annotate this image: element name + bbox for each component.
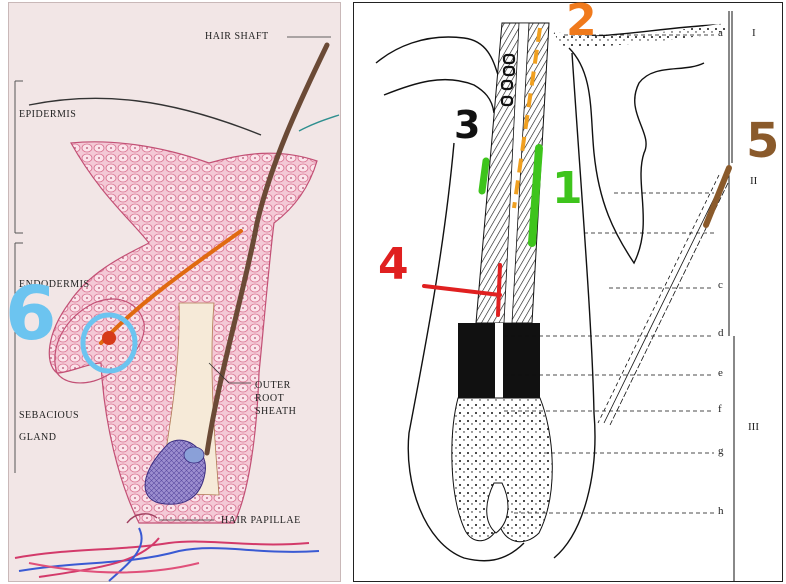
label-hair-shaft: HAIR SHAFT [205, 31, 269, 42]
epidermis-surface [375, 24, 726, 265]
annotation-mark-2 [512, 27, 542, 209]
annotation-number-6: 6 [5, 271, 57, 357]
label-epidermis: EPIDERMIS [19, 109, 77, 120]
sebaceous-red-spot [102, 331, 116, 345]
letter-f: f [718, 403, 722, 415]
label-sebaceous-gland: SEBACIOUS GLAND [19, 409, 79, 444]
skin-surface-line [28, 97, 262, 136]
dermal-papilla [486, 482, 509, 534]
letter-e: e [718, 367, 723, 379]
hair-shaft [204, 42, 330, 456]
hair-bulb-top [183, 446, 205, 464]
annotation-mark-5 [703, 165, 732, 228]
label-outer-line2: ROOT [255, 393, 285, 404]
leader-lines [159, 36, 331, 521]
label-endodermis: ENDODERMIS [19, 279, 90, 290]
right-diagram-panel: a c d e f g h I II III 1 2 3 4 5 [353, 0, 783, 582]
sebaceous-gland-outline [54, 298, 145, 384]
blood-vessels [14, 527, 320, 582]
label-hair-papillae: HAIR PAPILLAE [221, 515, 301, 526]
label-outer-root-sheath: OUTER ROOT SHEATH [255, 379, 296, 418]
label-sebaceous-line1: SEBACIOUS [19, 410, 80, 421]
dermal-papilla [126, 513, 158, 524]
annotation-number-4: 4 [378, 239, 409, 290]
leader-lines [504, 34, 714, 514]
skin-surface-line-right [298, 114, 340, 132]
annotation-mark-3-rings [500, 53, 516, 107]
label-outer-line1: OUTER [255, 380, 291, 391]
annotation-mark-3-green [478, 157, 490, 195]
level-III: III [748, 421, 759, 433]
annotation-mark-1 [528, 144, 543, 247]
annotation-number-5: 5 [746, 113, 780, 169]
epidermis-stipple [554, 23, 726, 47]
left-diagram-panel: HAIR SHAFT EPIDERMIS ENDODERMIS SEBACIOU… [5, 2, 341, 582]
hair-follicle-schematic [375, 11, 735, 581]
annotation-number-2: 2 [566, 0, 597, 46]
hair-follicle-illustration [14, 36, 340, 582]
annotation-circle-6 [80, 312, 138, 374]
follicle-wall [407, 52, 596, 562]
annotation-number-1: 1 [552, 163, 583, 214]
annotation-mark-4 [422, 263, 502, 317]
epidermis-bracket [14, 80, 23, 473]
label-outer-line3: SHEATH [255, 406, 297, 417]
letter-a: a [718, 27, 723, 39]
keratogenous-gap [495, 323, 503, 398]
letter-c: c [718, 279, 723, 291]
letter-d: d [718, 327, 724, 339]
level-I: I [752, 27, 756, 39]
sebaceous-duct [99, 229, 243, 345]
level-II: II [750, 175, 758, 187]
level-brackets [728, 11, 735, 581]
letter-h: h [718, 505, 724, 517]
letter-g: g [718, 445, 724, 457]
label-sebaceous-line2: GLAND [19, 432, 57, 443]
annotation-number-3: 3 [454, 103, 481, 147]
